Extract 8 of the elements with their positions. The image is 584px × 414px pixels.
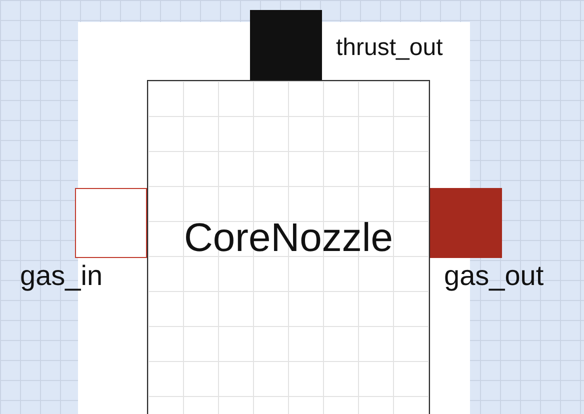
port-label: gas_in — [20, 260, 103, 292]
port-square — [430, 188, 502, 258]
port-label: gas_out — [444, 260, 544, 292]
block-name: CoreNozzle — [184, 216, 393, 260]
port-square — [75, 188, 147, 258]
port-label: thrust_out — [336, 34, 443, 62]
port-square — [250, 10, 322, 80]
block-box — [147, 80, 430, 414]
